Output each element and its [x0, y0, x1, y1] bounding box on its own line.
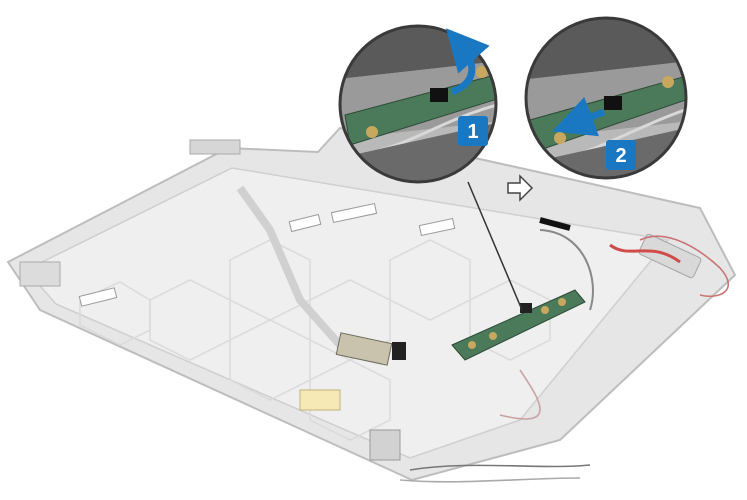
step-number-2: 2	[615, 145, 626, 167]
button-board	[451, 289, 586, 361]
antenna-wires	[399, 235, 729, 483]
curved-up-arrow-icon	[446, 28, 490, 96]
step-badge-2-bg	[606, 140, 636, 170]
left-arrow-icon	[552, 96, 606, 137]
callout-leader-line	[467, 181, 523, 311]
step-badge-2: 2	[606, 140, 636, 170]
display-cable	[236, 185, 594, 366]
step-number-1: 1	[467, 121, 478, 143]
step-badge-1-bg	[458, 116, 488, 146]
display-back-cover	[6, 126, 737, 482]
right-arrow-outline-icon	[507, 174, 534, 202]
step-badge-1: 1	[458, 116, 488, 146]
